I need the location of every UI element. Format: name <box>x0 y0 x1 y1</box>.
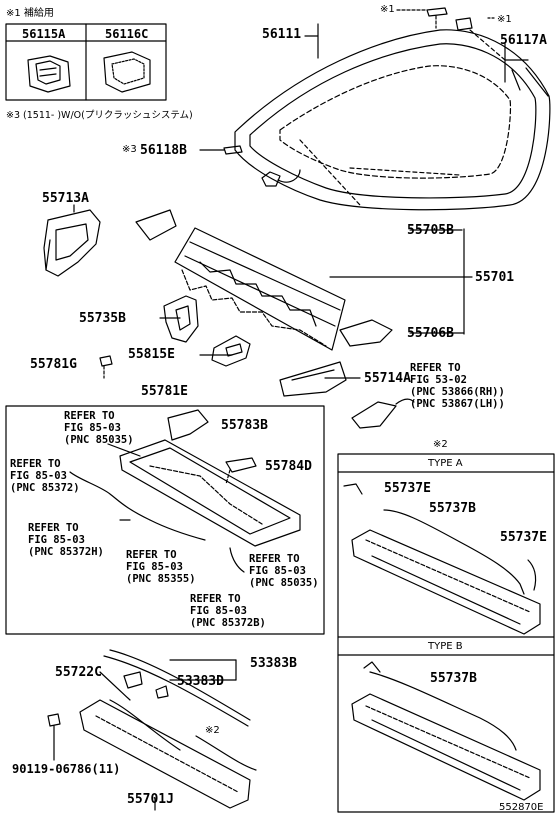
label-55722C: 55722C <box>55 665 102 680</box>
label-56111: 56111 <box>262 27 302 42</box>
cowl-panel-55701-drawing <box>135 209 393 351</box>
label-55737E-type-a-left: 55737E <box>384 481 431 496</box>
label-55781E: 55781E <box>141 384 188 399</box>
mark-2-bottom: ※2 <box>205 725 220 736</box>
refer-line: FIG 53-02 <box>410 374 467 386</box>
refer-line: REFER TO <box>28 522 79 534</box>
label-55706B: 55706B <box>407 326 454 341</box>
mark-2-right: ※2 <box>433 439 448 450</box>
refer-fig-85-03-pnc-85372[interactable]: REFER TO FIG 85-03 (PNC 85372) <box>10 458 80 494</box>
label-53383B: 53383B <box>250 656 297 671</box>
clip-56115A-drawing <box>27 55 71 93</box>
refer-line: REFER TO <box>190 593 241 605</box>
part-55713A-drawing <box>43 204 101 277</box>
label-55735B: 55735B <box>79 311 126 326</box>
type-b-cowl-drawing <box>351 661 541 801</box>
box-type-variants <box>337 453 555 813</box>
refer-line: FIG 85-03 <box>64 422 121 434</box>
label-53383D: 53383D <box>177 674 224 689</box>
type-b-header: TYPE B <box>428 641 463 652</box>
clip-56116C-drawing <box>103 51 151 93</box>
refer-line: FIG 85-03 <box>249 565 306 577</box>
type-a-cowl-drawing <box>343 483 541 635</box>
label-55737B-type-b: 55737B <box>430 671 477 686</box>
refer-line: FIG 85-03 <box>126 561 183 573</box>
refer-line: FIG 85-03 <box>10 470 67 482</box>
part-55714A-drawing <box>279 361 347 397</box>
refer-line: (PNC 85355) <box>126 573 196 585</box>
refer-fig-85-03-pnc-85035-b[interactable]: REFER TO FIG 85-03 (PNC 85035) <box>249 553 319 589</box>
label-55781G: 55781G <box>30 357 77 372</box>
label-55783B: 55783B <box>221 418 268 433</box>
refer-line: REFER TO <box>410 362 461 374</box>
refer-line: REFER TO <box>64 410 115 422</box>
legend-col-56115A: 56115A <box>22 27 66 41</box>
mark-1-right: ※1 <box>497 14 512 25</box>
mark-1-top: ※1 <box>380 4 395 15</box>
label-55714A: 55714A <box>364 371 411 386</box>
leader-lines <box>159 9 529 379</box>
part-55781G-drawing <box>99 355 113 379</box>
label-55701J: 55701J <box>127 792 174 807</box>
refer-line: (PNC 85372B) <box>190 617 266 629</box>
hose-fig-53-02-drawing <box>351 398 415 429</box>
legend-note-3: ※3 (1511- )W/O(プリクラッシュシステム) <box>6 110 193 121</box>
figure-id: 552870E <box>499 802 544 813</box>
label-55713A: 55713A <box>42 191 89 206</box>
refer-line: FIG 85-03 <box>190 605 247 617</box>
label-55784D: 55784D <box>265 459 312 474</box>
label-55815E: 55815E <box>128 347 175 362</box>
refer-line: (PNC 85035) <box>249 577 319 589</box>
label-90119-06786: 90119-06786(11) <box>12 762 121 776</box>
refer-line: (PNC 53867(LH)) <box>410 398 505 410</box>
refer-fig-85-03-pnc-85372h[interactable]: REFER TO FIG 85-03 (PNC 85372H) <box>28 522 104 558</box>
part-55735B-drawing <box>163 295 199 343</box>
refer-line: (PNC 85035) <box>64 434 134 446</box>
legend-table <box>5 23 167 101</box>
refer-fig-85-03-pnc-85035-a[interactable]: REFER TO FIG 85-03 (PNC 85035) <box>64 410 134 446</box>
refer-line: (PNC 85372H) <box>28 546 104 558</box>
refer-line: (PNC 53866(RH)) <box>410 386 505 398</box>
legend-col-56116C: 56116C <box>105 27 149 41</box>
mark-3: ※3 <box>122 144 137 155</box>
label-55737B-type-a: 55737B <box>429 501 476 516</box>
refer-line: FIG 85-03 <box>28 534 85 546</box>
refer-fig-53-02[interactable]: REFER TO FIG 53-02 (PNC 53866(RH)) (PNC … <box>410 362 505 410</box>
label-55705B: 55705B <box>407 223 454 238</box>
label-55737E-type-a-right: 55737E <box>500 530 547 545</box>
label-56118B: 56118B <box>140 143 187 158</box>
label-55701: 55701 <box>475 270 515 285</box>
refer-fig-85-03-pnc-85372b[interactable]: REFER TO FIG 85-03 (PNC 85372B) <box>190 593 266 629</box>
label-56117A: 56117A <box>500 33 547 48</box>
part-55701J-drawing <box>47 649 257 811</box>
type-a-header: TYPE A <box>428 458 463 469</box>
legend-note-1: ※1 補給用 <box>6 8 54 19</box>
windshield-glass-drawing <box>199 7 551 211</box>
refer-line: REFER TO <box>126 549 177 561</box>
refer-line: REFER TO <box>10 458 61 470</box>
refer-fig-85-03-pnc-85355[interactable]: REFER TO FIG 85-03 (PNC 85355) <box>126 549 196 585</box>
refer-line: (PNC 85372) <box>10 482 80 494</box>
part-55815E-drawing <box>211 335 251 367</box>
part-55781E-drawing <box>69 409 301 573</box>
refer-line: REFER TO <box>249 553 300 565</box>
box-55781E <box>5 405 325 635</box>
